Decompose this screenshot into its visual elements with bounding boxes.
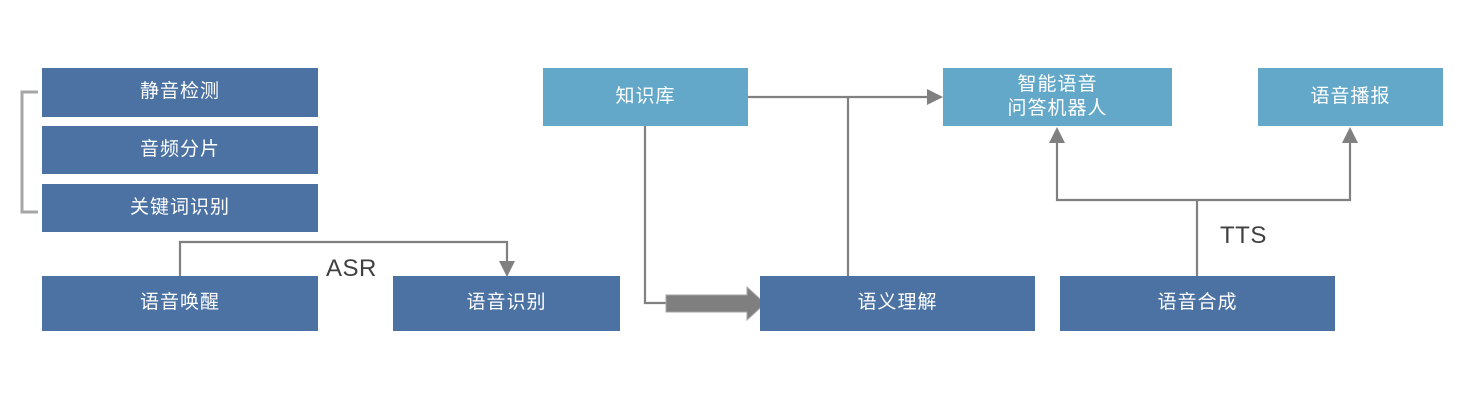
arrowhead-into-voice-broadcast bbox=[1342, 127, 1358, 143]
node-speech-synthesis[interactable]: 语音合成 bbox=[1060, 276, 1335, 331]
edge-label-tts: TTS bbox=[1220, 222, 1267, 249]
node-keyword-spotting[interactable]: 关键词识别 bbox=[42, 184, 318, 232]
arrowhead-into-speech-recognition bbox=[499, 261, 515, 277]
thick-arrow-into-semantic-understanding bbox=[665, 285, 766, 322]
group-bracket bbox=[20, 90, 38, 214]
arrowhead-into-qa-robot bbox=[927, 89, 943, 105]
edge-label-asr: ASR bbox=[326, 255, 377, 282]
node-speech-recognition[interactable]: 语音识别 bbox=[393, 276, 620, 331]
arrowhead-into-qa-robot-tts bbox=[1049, 127, 1065, 143]
node-silence-detection[interactable]: 静音检测 bbox=[42, 68, 318, 117]
node-qa-robot[interactable]: 智能语音 问答机器人 bbox=[943, 68, 1172, 126]
node-semantic-understanding[interactable]: 语义理解 bbox=[760, 276, 1035, 331]
connector-knowledge-to-semantic bbox=[643, 126, 672, 305]
node-voice-wakeup[interactable]: 语音唤醒 bbox=[42, 276, 318, 331]
connector-synthesis-to-broadcast bbox=[1197, 138, 1352, 202]
node-audio-segmentation[interactable]: 音频分片 bbox=[42, 126, 318, 174]
node-voice-broadcast[interactable]: 语音播报 bbox=[1258, 68, 1443, 126]
connector-synthesis-trunk bbox=[1055, 138, 1199, 276]
node-knowledge-base[interactable]: 知识库 bbox=[543, 68, 748, 126]
